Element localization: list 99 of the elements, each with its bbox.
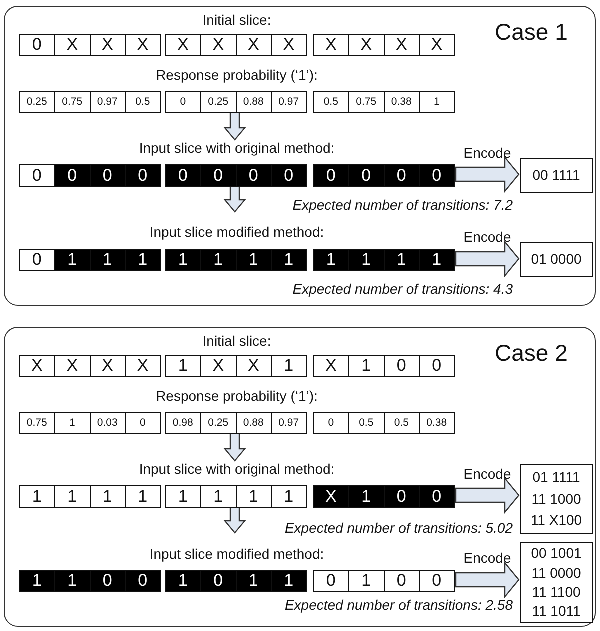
bit-group <box>165 570 307 592</box>
row-heading: Response probability (‘1’): <box>155 67 319 83</box>
bit-group <box>165 34 307 56</box>
bit-group <box>313 164 455 187</box>
bit-group <box>313 355 455 377</box>
bit-group <box>165 164 307 187</box>
bit-cell: 1 <box>200 250 236 270</box>
row-heading: Input slice modified method: <box>148 224 326 240</box>
bit-cell: 0 <box>384 486 419 507</box>
row-heading: Initial slice: <box>202 333 272 349</box>
transition-count: Expected number of transitions: 7.2 <box>292 197 513 213</box>
encoded-output-box <box>520 542 593 623</box>
row-heading: Initial slice: <box>202 12 272 28</box>
edge-label: Encode <box>464 144 512 160</box>
code-line: 11 X100 <box>530 512 582 529</box>
bit-cell: 1 <box>236 571 271 591</box>
bit-cell: 1 <box>270 250 306 270</box>
bit-group <box>19 249 161 271</box>
block-arrow <box>224 185 246 213</box>
case-label: Case 1 <box>495 19 569 46</box>
encoded-output-box <box>520 242 593 277</box>
bit-cell: 1 <box>124 250 160 270</box>
bit-cell: X <box>314 486 348 507</box>
bit-group <box>19 485 161 508</box>
bit-cell: 0 <box>90 571 125 591</box>
edge-label: Encode <box>464 550 512 566</box>
case-panel <box>4 6 596 306</box>
encoded-output-box <box>520 464 593 534</box>
bit-cell: 1 <box>348 250 384 270</box>
row-heading: Input slice with original method: <box>138 140 336 156</box>
bit-cell: 1 <box>54 250 90 270</box>
bit-group <box>313 485 455 508</box>
block-arrow <box>455 561 520 599</box>
bit-cell: 0 <box>200 165 236 186</box>
bit-cell: 0 <box>124 571 160 591</box>
bit-cell: 0 <box>314 165 348 186</box>
bit-cell: 1 <box>236 250 271 270</box>
bit-group <box>165 485 307 508</box>
bit-group <box>313 34 455 56</box>
case-label: Case 2 <box>495 340 569 367</box>
code-line: 00 1001 <box>531 545 582 562</box>
bit-cell: 1 <box>166 571 200 591</box>
bit-cell: 0 <box>418 486 454 507</box>
code-line: 00 1111 <box>532 167 580 184</box>
probability-group <box>313 91 455 113</box>
bit-group <box>19 570 161 592</box>
block-arrow <box>455 156 520 194</box>
bit-cell: 1 <box>166 250 200 270</box>
probability-group <box>313 412 455 434</box>
bit-cell: 1 <box>20 571 54 591</box>
transition-count: Expected number of transitions: 5.02 <box>284 520 513 536</box>
bit-group <box>313 570 455 592</box>
bit-cell: 0 <box>348 165 384 186</box>
bit-group <box>165 355 307 377</box>
probability-group <box>165 91 307 113</box>
code-line: 11 0000 <box>532 564 582 582</box>
bit-cell: 1 <box>90 250 125 270</box>
bit-cell: 1 <box>270 571 306 591</box>
transition-count: Expected number of transitions: 2.58 <box>284 597 513 613</box>
bit-group <box>19 164 161 187</box>
encoded-output-box <box>520 158 593 193</box>
bit-cell: 0 <box>124 165 160 186</box>
bit-cell: 1 <box>348 486 384 507</box>
bit-cell: 0 <box>166 165 200 186</box>
case-panel <box>4 327 596 627</box>
row-heading: Input slice with original method: <box>138 461 336 477</box>
probability-group <box>19 412 161 434</box>
probability-group <box>165 412 307 434</box>
block-arrow <box>224 111 246 141</box>
bit-cell: 0 <box>270 165 306 186</box>
block-arrow <box>455 240 520 278</box>
code-line: 11 1011 <box>532 602 581 620</box>
bit-cell: 0 <box>418 165 454 186</box>
bit-group <box>313 249 455 271</box>
transition-count: Expected number of transitions: 4.3 <box>292 281 513 297</box>
bit-cell: 0 <box>236 165 271 186</box>
code-line: 01 1111 <box>532 469 580 486</box>
row-heading: Response probability (‘1’): <box>155 388 319 404</box>
block-arrow <box>455 476 520 514</box>
bit-group <box>19 355 161 377</box>
edge-label: Encode <box>464 229 512 245</box>
block-arrow <box>224 506 246 534</box>
code-line: 01 0000 <box>531 251 582 268</box>
block-arrow <box>224 432 246 462</box>
bit-group <box>165 249 307 271</box>
bit-group <box>19 34 161 56</box>
edge-label: Encode <box>464 466 512 482</box>
bit-cell: 1 <box>314 250 348 270</box>
bit-cell: 1 <box>54 571 90 591</box>
code-line: 11 1000 <box>532 490 582 508</box>
row-heading: Input slice modified method: <box>148 546 326 562</box>
probability-group <box>19 91 161 113</box>
bit-cell: 1 <box>418 250 454 270</box>
bit-cell: 1 <box>384 250 419 270</box>
code-line: 11 1100 <box>532 584 581 600</box>
bit-cell: 0 <box>90 165 125 186</box>
bit-cell: 0 <box>54 165 90 186</box>
bit-cell: 0 <box>384 165 419 186</box>
bit-cell: 0 <box>200 571 236 591</box>
